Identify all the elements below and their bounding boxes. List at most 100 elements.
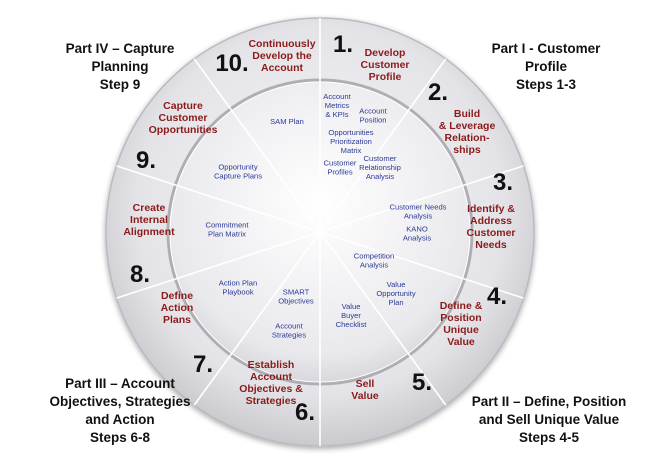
part-3-line: Part III – Account	[65, 376, 175, 391]
planning-tool-line: Position	[359, 116, 386, 125]
part-1-line: Profile	[524, 59, 567, 74]
part-3-line: and Action	[85, 412, 155, 427]
planning-tool-line: Commitment	[205, 221, 249, 230]
planning-tool-line: Objectives	[278, 297, 314, 306]
planning-tool-line: Account	[275, 322, 303, 331]
planning-tool-line: Opportunity	[218, 163, 257, 172]
planning-tool-line: Value	[342, 302, 361, 311]
step-numbers: 1.2.3.4.5.6.7.8.9.10.	[130, 31, 513, 426]
part-4-title: Part IV – Capture Planning Step 9	[50, 40, 190, 94]
step-label-line: Action	[161, 302, 194, 314]
planning-tool-line: Checklist	[336, 320, 368, 329]
step-label-line: Continuously	[248, 38, 315, 50]
step-number: 7.	[193, 351, 213, 378]
step-label-line: Create	[133, 202, 166, 214]
step-label-line: Objectives &	[239, 383, 303, 395]
step-label-line: Relation-	[445, 132, 490, 144]
step-label-line: Alignment	[123, 226, 175, 238]
step-number: 5.	[412, 369, 432, 396]
part-3-line: Objectives, Strategies	[49, 394, 191, 409]
step-label-line: Build	[454, 108, 480, 120]
sector-divider	[319, 58, 447, 233]
planning-tool-line: Account	[323, 92, 351, 101]
part-4-line: Step 9	[99, 77, 141, 92]
sector-divider	[319, 231, 447, 406]
sector-divider	[193, 231, 321, 406]
step-label-line: Value	[447, 336, 475, 348]
part-3-title: Part III – Account Objectives, Strategie…	[40, 375, 200, 447]
step-label-line: Develop	[365, 47, 406, 59]
step-number: 2.	[428, 79, 448, 106]
planning-tool-line: Strategies	[272, 331, 306, 340]
planning-tool-line: Action Plan	[219, 279, 257, 288]
sector-divider	[319, 165, 524, 233]
part-1-title: Part I - Customer Profile Steps 1-3	[476, 40, 616, 94]
planning-tool-line: Analysis	[366, 172, 394, 181]
planning-tool-line: Capture Plans	[214, 172, 262, 181]
step-number: 10.	[215, 50, 248, 77]
step-number: 8.	[130, 261, 150, 288]
step-label-line: Opportunities	[149, 124, 218, 136]
planning-tool-line: Analysis	[403, 234, 431, 243]
step-label-line: Identify &	[467, 203, 515, 215]
step-label-line: Define &	[440, 300, 483, 312]
planning-tool-line: Opportunity	[376, 289, 415, 298]
step-number: 1.	[333, 31, 353, 58]
step-label-line: Account	[261, 62, 304, 74]
step-label-line: Address	[470, 215, 512, 227]
part-1-line: Steps 1-3	[515, 77, 577, 92]
planning-tool-line: Customer Needs	[390, 203, 447, 212]
step-number: 3.	[493, 169, 513, 196]
step-label-line: Customer	[466, 227, 515, 239]
step-number: 4.	[487, 283, 507, 310]
planning-tool-line: Analysis	[404, 212, 432, 221]
planning-tool-line: Value	[387, 280, 406, 289]
step-label-line: Customer	[158, 112, 207, 124]
planning-tool-line: Customer	[364, 154, 397, 163]
step-label-line: Position	[440, 312, 481, 324]
sector-divider	[319, 231, 524, 299]
planning-tool-line: & KPIs	[325, 110, 348, 119]
planning-tool-line: Relationship	[359, 163, 401, 172]
planning-tool: SAM Plan	[270, 117, 304, 126]
step-label-line: Unique	[443, 324, 479, 336]
part-4-line: Planning	[91, 59, 149, 74]
planning-tool-line: Metrics	[325, 101, 350, 110]
step-label-line: Establish	[248, 359, 295, 371]
part-4-line: Part IV – Capture	[65, 41, 175, 56]
planning-tool-line: Buyer	[341, 311, 361, 320]
planning-tool-line: SMART	[283, 288, 310, 297]
step-label-line: Profile	[369, 71, 402, 83]
planning-tool-line: SAM Plan	[270, 117, 304, 126]
planning-tool-line: KANO	[406, 225, 428, 234]
step-label-line: Account	[250, 371, 293, 383]
sector-divider	[116, 165, 321, 233]
step-label-line: Strategies	[246, 395, 297, 407]
sector-divider	[116, 231, 321, 299]
